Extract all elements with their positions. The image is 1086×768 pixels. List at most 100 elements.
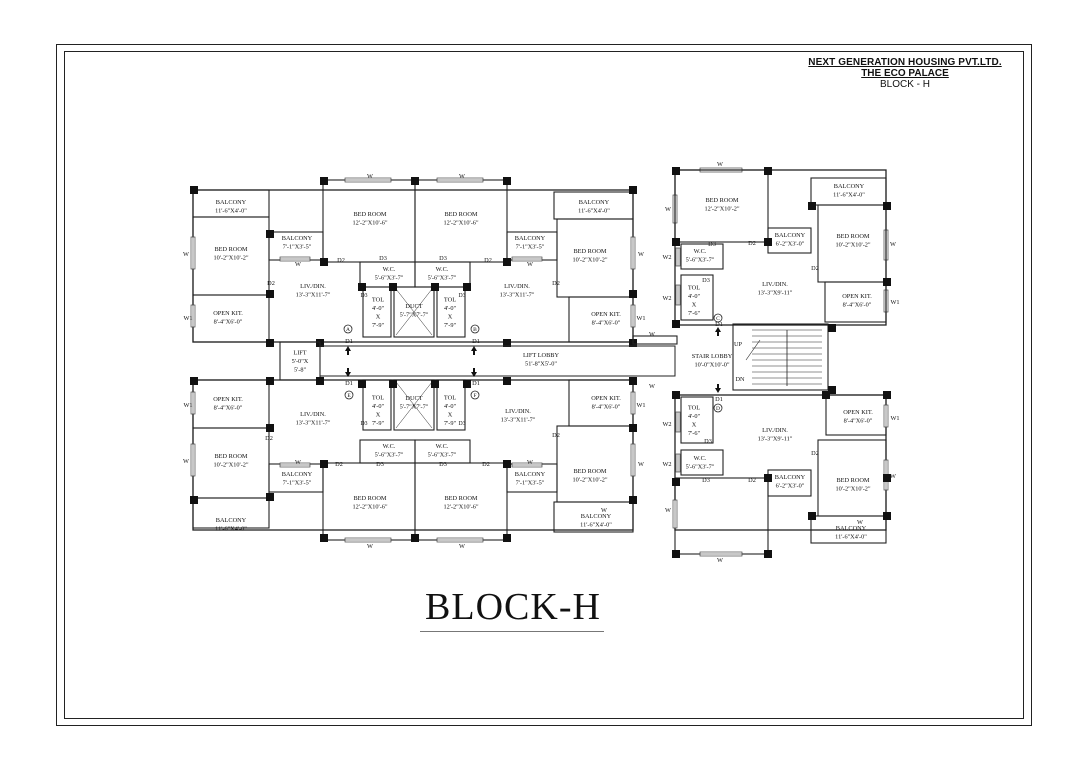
- room-label-lobby: LIFT LOBBY: [523, 352, 560, 359]
- room-label-liv-tl: 13'-3"X11'-7": [296, 291, 331, 298]
- tag-d1: D1: [715, 396, 723, 403]
- column: [266, 230, 274, 238]
- tag-w1: W1: [636, 402, 645, 409]
- column: [808, 202, 816, 210]
- entry-arrow-icon: [345, 368, 351, 377]
- column: [503, 339, 511, 347]
- flat-tag-flat-b: B: [473, 327, 477, 333]
- room-label-bed-br2: 12'-2"X10'-6": [443, 503, 478, 510]
- column: [883, 512, 891, 520]
- tag-w: W: [638, 251, 644, 258]
- room-label-liv-br: LIV./DIN.: [505, 408, 531, 415]
- column: [266, 493, 274, 501]
- tag-d3: D3: [708, 241, 716, 248]
- room-label-bed-tl: 10'-2"X10'-2": [213, 254, 248, 261]
- room-label-lobby: 51'-8"X5'-0": [525, 360, 557, 367]
- room-label-e-tol-b: X: [692, 421, 697, 428]
- column: [463, 283, 471, 291]
- room-label-bed-bl2: 12'-2"X10'-6": [352, 503, 387, 510]
- tag-d2: D2: [748, 477, 756, 484]
- column: [672, 391, 680, 399]
- room-label-balc-tl: 11'-6"X4'-0": [215, 207, 247, 214]
- tag-w2: W2: [662, 421, 671, 428]
- room-label-e-kit-b: OPEN KIT.: [843, 409, 873, 416]
- toilet-br: [436, 379, 466, 431]
- column: [503, 177, 511, 185]
- company-name: NEXT GENERATION HOUSING PVT.LTD.: [808, 57, 1002, 68]
- column: [320, 177, 328, 185]
- e-toilet-t: [680, 274, 714, 321]
- tag-d2: D2: [552, 432, 560, 439]
- tag-w: W: [527, 459, 533, 466]
- room-label-wc-tl: W.C.: [383, 266, 396, 273]
- column: [672, 478, 680, 486]
- room-label-balc-tr2: 7'-1"X3'-5": [516, 243, 545, 250]
- column: [358, 380, 366, 388]
- flat-marker-flat-a: [343, 324, 353, 334]
- project-name: THE ECO PALACE: [861, 68, 949, 79]
- room-label-stair: 10'-0"X10'-0": [694, 361, 729, 368]
- flat-marker-flat-b: [470, 324, 480, 334]
- e-top-envelope: [674, 169, 887, 326]
- column: [629, 496, 637, 504]
- column: [389, 380, 397, 388]
- e-balcony-b: [810, 515, 887, 544]
- room-label-tol-tr: TOL: [444, 296, 456, 303]
- room-label-e-liv-t: 13'-3"X9'-11": [758, 289, 793, 296]
- tag-d3: D3: [702, 477, 710, 484]
- room-label-e-tol-t: 7'-6": [688, 310, 701, 317]
- tag-d2: D2: [267, 280, 275, 287]
- balcony-small-bl: [268, 463, 324, 493]
- column: [764, 167, 772, 175]
- room-label-wc-bl: 5'-6"X3'-7": [375, 451, 404, 458]
- column: [190, 496, 198, 504]
- room-label-bed-bl: BED ROOM: [214, 453, 247, 460]
- room-label-kit-bl: OPEN KIT.: [213, 396, 243, 403]
- flat-tag-flat-a: A: [346, 327, 350, 333]
- room-label-duct-t: 5'-7"X7'-7": [400, 311, 429, 318]
- room-label-e-tol-b: 4'-0": [688, 413, 701, 420]
- tag-w: W: [717, 161, 723, 168]
- room-label-e-bed-br: BED ROOM: [836, 477, 869, 484]
- tag-w: W: [183, 458, 189, 465]
- title-block: NEXT GENERATION HOUSING PVT.LTD. THE ECO…: [790, 57, 1020, 90]
- room-label-e-tol-t: TOL: [688, 284, 700, 291]
- column: [672, 238, 680, 246]
- tag-d3: D3: [376, 461, 384, 468]
- room-label-balc-tr: 11'-6"X4'-0": [578, 207, 610, 214]
- tag-w: W: [459, 173, 465, 180]
- column: [503, 258, 511, 266]
- room-label-tol-br: X: [448, 411, 453, 418]
- column: [629, 424, 637, 432]
- tag-w: W: [890, 241, 896, 248]
- column: [411, 177, 419, 185]
- room-label-e-liv-t: LIV./DIN.: [762, 281, 788, 288]
- room-label-tol-bl: TOL: [372, 394, 384, 401]
- flat-marker-flat-c: [713, 313, 723, 323]
- room-label-duct-b: 5'-7"X7'-7": [400, 403, 429, 410]
- room-label-bed-tr: 10'-2"X10'-2": [572, 256, 607, 263]
- flat-marker-flat-d: [713, 403, 723, 413]
- room-label-bed-tl: BED ROOM: [214, 246, 247, 253]
- tag-d3: D3: [379, 255, 387, 262]
- room-label-kit-tl: OPEN KIT.: [213, 310, 243, 317]
- tag-w: W: [527, 261, 533, 268]
- room-label-e-bed-tr: BED ROOM: [836, 233, 869, 240]
- tag-w: W: [459, 543, 465, 550]
- column: [266, 377, 274, 385]
- balcony-small-br: [506, 463, 558, 493]
- tag-d2: D2: [748, 240, 756, 247]
- tag-w: W: [665, 206, 671, 213]
- tag-w: W: [367, 543, 373, 550]
- room-label-e-balc-b: 11'-6"X4'-0": [835, 533, 867, 540]
- duct-b: [393, 379, 435, 431]
- room-label-e-wc-t: W.C.: [694, 248, 707, 255]
- room-label-kit-tr: 8'-4"X6'-0": [592, 319, 621, 326]
- tag-dn: DN: [735, 376, 745, 383]
- column: [266, 339, 274, 347]
- tag-w2: W2: [662, 295, 671, 302]
- room-label-tol-bl: X: [376, 411, 381, 418]
- tag-w1: W1: [890, 415, 899, 422]
- tag-w1: W1: [183, 315, 192, 322]
